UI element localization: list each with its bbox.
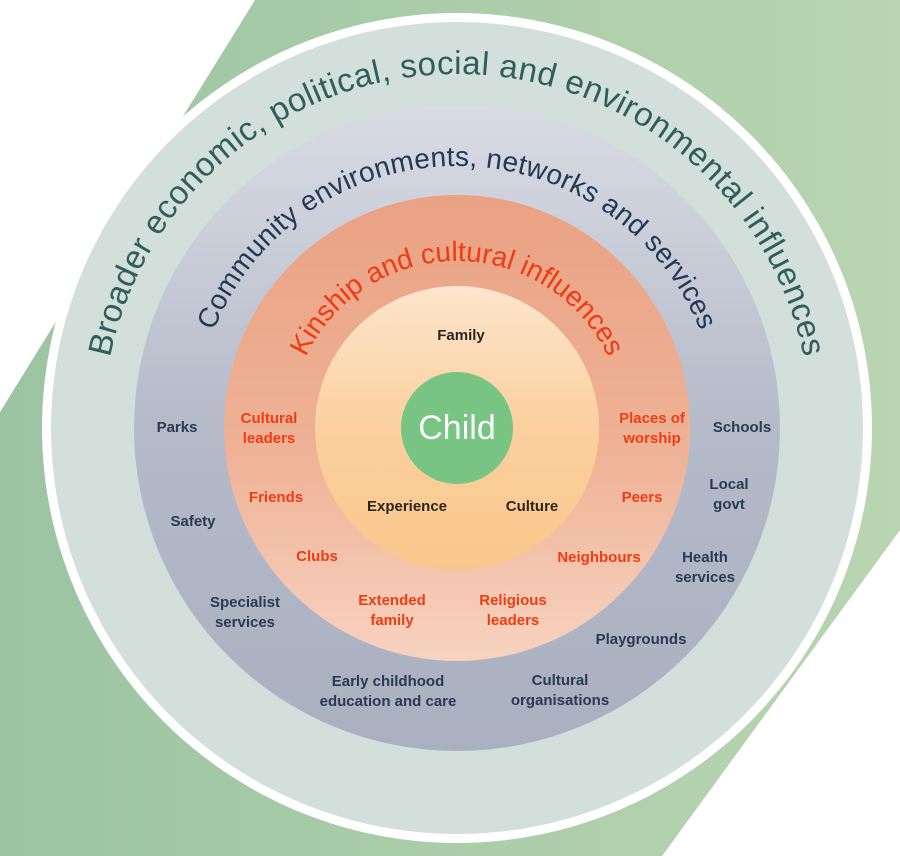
child-circle: Child (401, 372, 513, 484)
community-item-specialist-services: Specialist services (209, 594, 281, 631)
kinship-item-religious-leaders: Religious leaders (479, 592, 547, 629)
kinship-item-friends: Friends (248, 489, 304, 506)
community-item-schools: Schools (712, 419, 772, 436)
community-item-parks: Parks (156, 419, 198, 436)
community-item-health-services: Health services (674, 549, 736, 586)
child-label: Child (418, 408, 496, 447)
family-item-experience: Experience (366, 498, 448, 515)
community-item-safety: Safety (170, 513, 216, 530)
kinship-item-clubs: Clubs (296, 548, 338, 565)
kinship-item-cultural-leaders: Cultural leaders (240, 410, 298, 447)
family-item-family: Family (437, 327, 485, 344)
kinship-item-peers: Peers (621, 489, 663, 506)
family-item-culture: Culture (505, 498, 559, 515)
community-item-cultural-organisations: Cultural organisations (510, 672, 610, 709)
kinship-item-extended-family: Extended family (358, 592, 426, 629)
community-item-playgrounds: Playgrounds (595, 631, 687, 648)
kinship-item-places-of-worship: Places of worship (619, 410, 685, 447)
community-item-early-childhood: Early childhood education and care (319, 673, 457, 710)
kinship-item-neighbours: Neighbours (557, 549, 641, 566)
community-item-local-govt: Local govt (709, 476, 749, 513)
